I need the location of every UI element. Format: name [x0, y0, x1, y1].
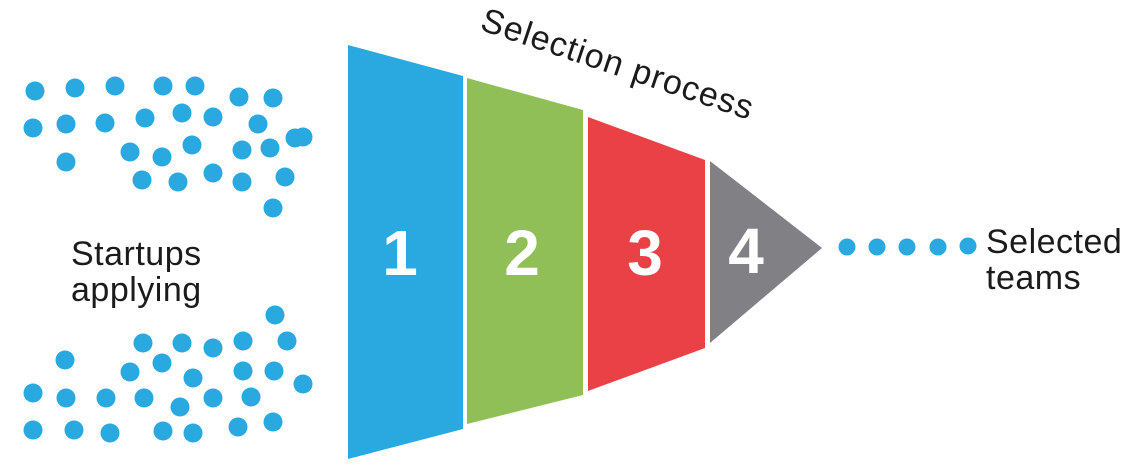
startup-dot [183, 368, 203, 388]
startup-dot [275, 167, 295, 187]
funnel-stage-2 [467, 78, 583, 424]
startup-dot [264, 361, 284, 381]
startup-dot [203, 107, 223, 127]
startup-dot [23, 118, 43, 138]
startup-dot [203, 388, 223, 408]
startup-dot [185, 76, 205, 96]
startup-dot [168, 172, 188, 192]
selected-label-line2: teams [986, 259, 1082, 297]
stage-number-3: 3 [627, 217, 663, 289]
startup-dot [23, 420, 43, 440]
startup-dot [172, 103, 192, 123]
startup-dot [248, 114, 268, 134]
startup-dot [868, 238, 886, 256]
startup-dot [172, 333, 192, 353]
startup-dot [241, 387, 261, 407]
startups-label-line1: Startups [71, 235, 202, 273]
startup-dot [228, 417, 248, 437]
startup-dot [56, 388, 76, 408]
startups-dots-bottom [23, 305, 313, 443]
startups-dots-top [23, 76, 313, 218]
startup-dot [56, 114, 76, 134]
startup-dot [265, 305, 285, 325]
startup-dot [203, 163, 223, 183]
startup-dot [232, 172, 252, 192]
startup-dot [152, 147, 172, 167]
startup-dot [203, 338, 223, 358]
startup-dot [170, 397, 190, 417]
funnel-stage-1 [348, 45, 463, 459]
startup-dot [260, 138, 280, 158]
startup-dot [95, 113, 115, 133]
startups-applying-label: Startups applying [71, 236, 202, 308]
startup-dot [25, 81, 45, 101]
selected-dots-row [838, 237, 977, 256]
startup-dot [263, 198, 283, 218]
startup-dot [23, 383, 43, 403]
startup-dot [56, 152, 76, 172]
startup-dot [233, 331, 253, 351]
startup-dot [232, 140, 252, 160]
startup-dot [120, 142, 140, 162]
startup-dot [135, 108, 155, 128]
startup-dot [233, 361, 253, 381]
stage-number-2: 2 [504, 217, 540, 289]
startup-dot [838, 238, 856, 256]
startup-dot [64, 420, 84, 440]
startup-dot [229, 87, 249, 107]
startup-dot [183, 423, 203, 443]
startup-dot [929, 238, 947, 256]
stage-number-4: 4 [728, 215, 764, 287]
startup-dot [132, 170, 152, 190]
startup-dot [65, 78, 85, 98]
startup-dot [277, 331, 297, 351]
startup-dot [153, 421, 173, 441]
startup-dot [100, 423, 120, 443]
startup-dot [120, 362, 140, 382]
startup-dot [153, 76, 173, 96]
startup-dot [134, 388, 154, 408]
startup-dot [182, 135, 202, 155]
stage-number-1: 1 [382, 217, 418, 289]
startup-dot [898, 238, 916, 256]
startup-dot [96, 388, 116, 408]
startup-dot [55, 350, 75, 370]
selected-teams-label: Selected teams [986, 224, 1122, 296]
startups-label-line2: applying [71, 271, 202, 309]
startup-dot [959, 237, 977, 255]
startup-dot [285, 128, 305, 148]
startup-dot [133, 333, 153, 353]
startup-dot [263, 88, 283, 108]
selected-label-line1: Selected [986, 223, 1123, 261]
funnel-stage-4 [710, 161, 822, 343]
startup-dot [152, 353, 172, 373]
startup-dot [105, 76, 125, 96]
funnel-stage-3 [588, 117, 705, 391]
startup-dot [293, 374, 313, 394]
startup-dot [263, 412, 283, 432]
